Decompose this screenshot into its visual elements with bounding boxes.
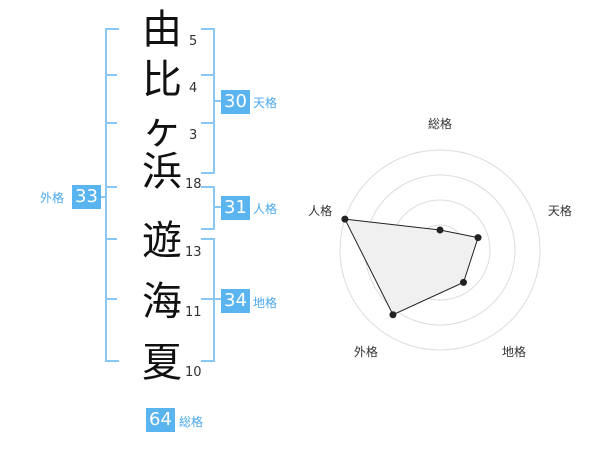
gaikaku-bracket bbox=[105, 28, 119, 362]
gaikaku-connector bbox=[99, 196, 107, 198]
stroke-count-2: 4 bbox=[189, 81, 198, 96]
radar-point-2 bbox=[474, 234, 482, 242]
chikaku-connector bbox=[213, 298, 221, 300]
stroke-count-3: 3 bbox=[189, 128, 198, 143]
tenkaku-connector bbox=[213, 100, 221, 102]
name-char-7: 夏 bbox=[142, 340, 182, 386]
stroke-count-6: 11 bbox=[185, 305, 202, 320]
radar-point-5 bbox=[341, 215, 349, 223]
chikaku-badge: 34 bbox=[221, 289, 250, 313]
stroke-count-4: 18 bbox=[185, 177, 202, 192]
jinkaku-label: 人格 bbox=[253, 202, 278, 216]
jinkaku-bracket bbox=[201, 186, 215, 230]
stroke-count-7: 10 bbox=[185, 365, 202, 380]
tenkaku-badge: 30 bbox=[221, 90, 250, 114]
tenkaku-bracket-tick bbox=[201, 74, 213, 76]
gaikaku-bracket-tick bbox=[105, 74, 117, 76]
name-char-2: 比 bbox=[142, 57, 182, 103]
gaikaku-bracket-tick bbox=[105, 122, 117, 124]
tenkaku-label: 天格 bbox=[253, 96, 278, 110]
radar-point-3 bbox=[460, 278, 468, 286]
gaikaku-bracket-tick bbox=[105, 298, 117, 300]
radar-axis-label: 人格 bbox=[308, 203, 332, 218]
chikaku-label: 地格 bbox=[253, 296, 278, 310]
stroke-count-5: 13 bbox=[185, 245, 202, 260]
gaikaku-badge: 33 bbox=[72, 185, 101, 209]
tenkaku-bracket-tick bbox=[201, 122, 213, 124]
name-char-6: 海 bbox=[142, 279, 182, 325]
gaikaku-bracket-tick bbox=[105, 186, 117, 188]
radar-axis-label: 地格 bbox=[502, 344, 526, 359]
soukaku-badge: 64 bbox=[146, 408, 175, 432]
radar-point-1 bbox=[436, 226, 444, 234]
radar-axis-label: 総格 bbox=[428, 116, 452, 131]
jinkaku-badge: 31 bbox=[221, 196, 250, 220]
name-char-4: 浜 bbox=[142, 149, 182, 195]
name-char-5: 遊 bbox=[142, 218, 182, 264]
name-char-3: ヶ bbox=[142, 107, 182, 153]
chikaku-bracket bbox=[201, 238, 215, 362]
radar-polygon bbox=[344, 218, 479, 316]
radar-ring bbox=[339, 149, 541, 351]
soukaku-label: 総格 bbox=[179, 415, 204, 429]
radar-point-4 bbox=[389, 311, 397, 319]
chikaku-bracket-tick bbox=[201, 298, 213, 300]
jinkaku-connector bbox=[213, 206, 221, 208]
stroke-count-1: 5 bbox=[189, 34, 198, 49]
radar-axis-label: 天格 bbox=[548, 203, 572, 218]
gaikaku-label: 外格 bbox=[40, 191, 65, 205]
radar-axis-label: 外格 bbox=[354, 344, 378, 359]
gaikaku-bracket-tick bbox=[105, 238, 117, 240]
name-char-1: 由 bbox=[142, 7, 182, 53]
